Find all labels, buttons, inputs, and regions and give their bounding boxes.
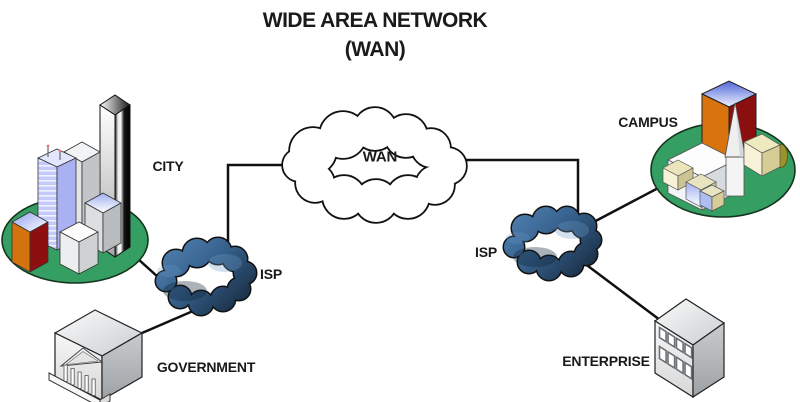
- wan-label: WAN: [362, 148, 398, 166]
- isp-right-cloud-icon: [502, 205, 603, 282]
- link-wan-isp-right: [460, 158, 580, 222]
- diagram-title-line2: (WAN): [344, 38, 406, 61]
- enterprise-label: ENTERPRISE: [562, 353, 650, 369]
- campus-label: CAMPUS: [618, 114, 678, 130]
- campus-buildings-icon: [650, 80, 796, 218]
- link-isp-left-wan: [226, 163, 300, 252]
- connection-lines: [127, 158, 663, 335]
- government-label: GOVERNMENT: [156, 359, 256, 375]
- isp-left-cloud-icon: [154, 236, 258, 317]
- isp-left-label: ISP: [260, 266, 282, 282]
- diagram-title-line1: WIDE AREA NETWORK: [262, 9, 488, 32]
- link-government-isp-left: [141, 306, 201, 335]
- city-buildings-icon: [1, 94, 149, 284]
- isp-right-label: ISP: [475, 244, 497, 260]
- government-building-icon: [48, 309, 144, 402]
- link-isp-right-campus: [587, 184, 663, 227]
- link-isp-right-enterprise: [579, 259, 661, 321]
- diagram-title: WIDE AREA NETWORK (WAN): [262, 6, 488, 64]
- city-label: CITY: [152, 158, 184, 174]
- office-building-icon: [653, 298, 726, 399]
